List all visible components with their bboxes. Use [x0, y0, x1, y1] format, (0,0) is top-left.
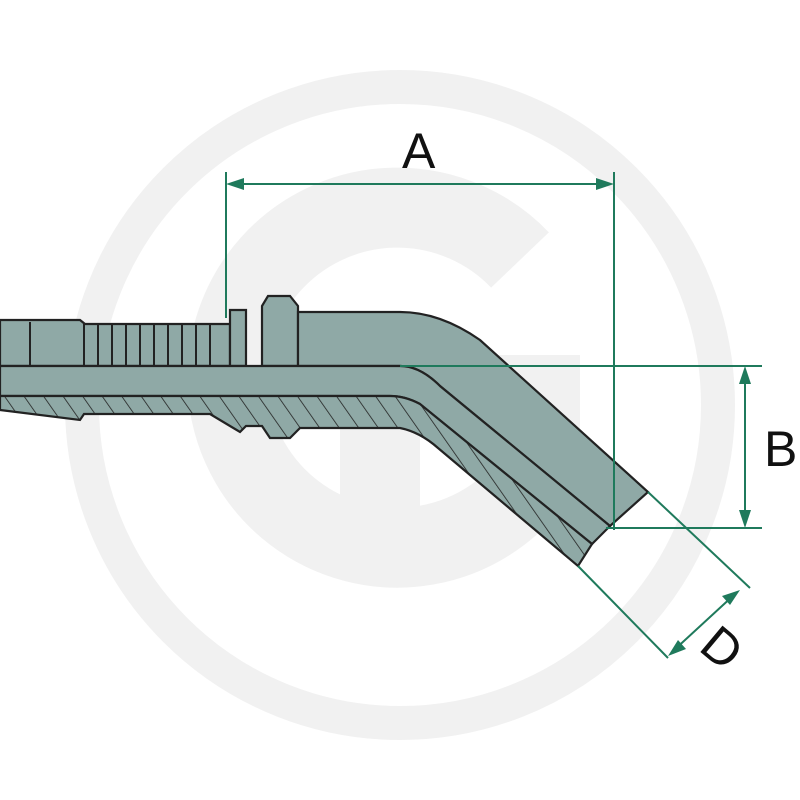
label-a: A — [402, 123, 436, 179]
label-d: D — [690, 615, 754, 681]
arrow-d-top — [722, 590, 740, 605]
dimension-lines — [225, 172, 762, 659]
dimension-arrows — [226, 178, 751, 656]
tail-ribs — [29, 322, 211, 366]
arrow-d-bottom — [668, 640, 686, 656]
dim-d-line — [671, 593, 736, 653]
arrow-a-right — [596, 178, 614, 190]
arrow-b-bottom — [739, 510, 751, 528]
section-hatched — [0, 394, 594, 568]
dim-d-ext-top — [647, 491, 751, 589]
dim-d-ext-bottom — [577, 565, 669, 659]
label-b: B — [764, 421, 797, 477]
arrow-a-left — [226, 178, 244, 190]
fitting-section — [0, 364, 612, 568]
collar-upper — [228, 308, 248, 368]
arrow-b-top — [739, 366, 751, 384]
flange-upper — [260, 294, 300, 368]
